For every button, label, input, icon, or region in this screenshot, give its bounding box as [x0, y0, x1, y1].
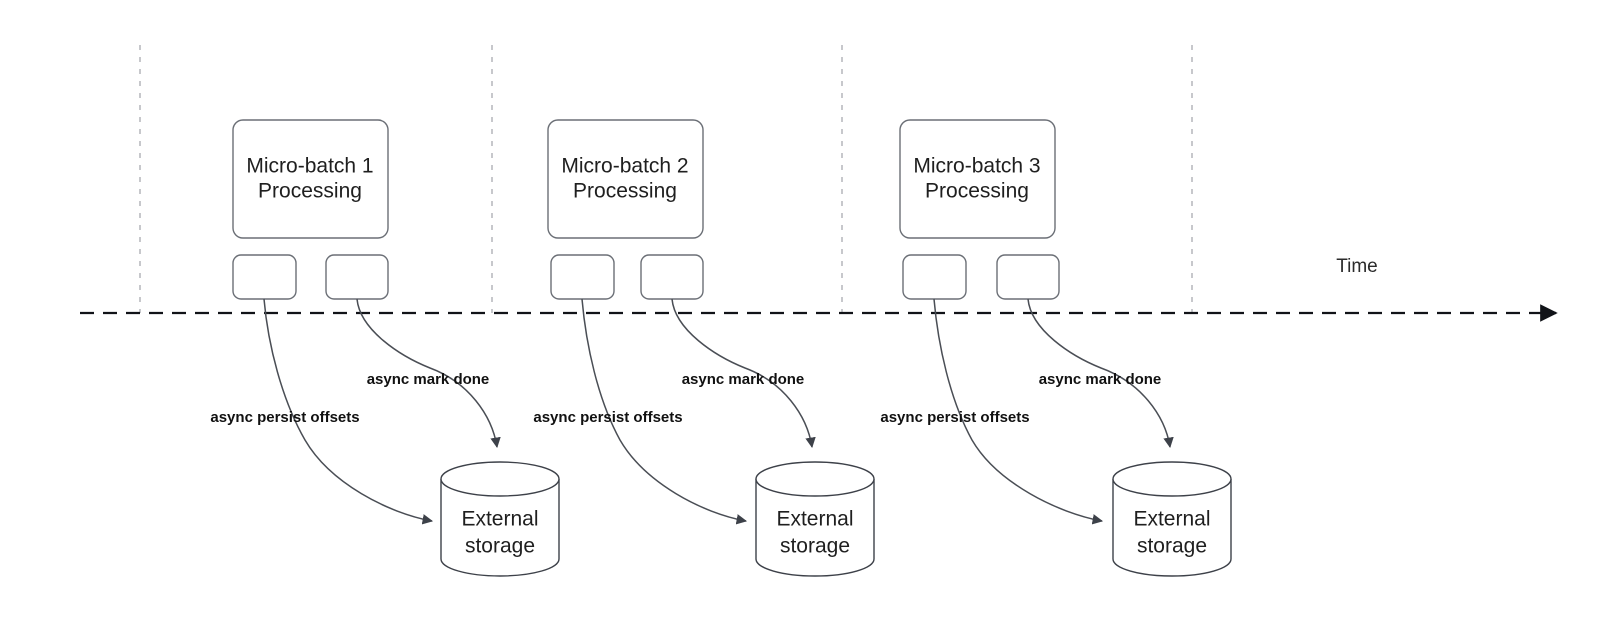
micro-batch-3-label-line1: Micro-batch 3: [913, 155, 1040, 178]
batch-group-1: Micro-batch 1 Processing async persist o…: [210, 119, 560, 577]
edge-persist-offsets-3: [933, 298, 1104, 525]
batch-group-3: Micro-batch 3 Processing async persist o…: [880, 119, 1232, 577]
micro-batch-3-box[interactable]: [899, 119, 1056, 239]
micro-batch-2-box[interactable]: [547, 119, 704, 239]
cylinder-top-1: [440, 461, 560, 497]
cylinder-body-3: [1112, 479, 1232, 577]
micro-batch-2-task-a[interactable]: [550, 254, 615, 300]
external-storage-2-line2: storage: [780, 535, 850, 558]
batch-group-2: Micro-batch 2 Processing async persist o…: [533, 119, 875, 577]
edge-mark-done-3: [1027, 298, 1174, 449]
cylinder-top-3: [1112, 461, 1232, 497]
micro-batch-1-label-line2: Processing: [258, 180, 362, 203]
external-storage-cylinder-2[interactable]: External storage: [755, 461, 875, 577]
external-storage-1-line2: storage: [465, 535, 535, 558]
micro-batch-1-task-b[interactable]: [325, 254, 389, 300]
edge-label-mark-done-1: async mark done: [367, 371, 490, 388]
external-storage-cylinder-1[interactable]: External storage: [440, 461, 560, 577]
edge-label-persist-offsets-1: async persist offsets: [210, 409, 359, 426]
edge-mark-done-2: [671, 298, 816, 449]
external-storage-2-line1: External: [776, 508, 853, 531]
micro-batch-2-label-line2: Processing: [573, 180, 677, 203]
micro-batch-2-label-line1: Micro-batch 2: [561, 155, 688, 178]
edge-label-persist-offsets-3: async persist offsets: [880, 409, 1029, 426]
edge-persist-offsets-2: [581, 298, 748, 525]
edge-label-persist-offsets-2: async persist offsets: [533, 409, 682, 426]
time-axis-group: Time: [80, 256, 1558, 322]
cylinder-body-1: [440, 479, 560, 577]
micro-batch-3-label-line2: Processing: [925, 180, 1029, 203]
edge-mark-done-1: [356, 298, 501, 449]
micro-batch-1-box[interactable]: [232, 119, 389, 239]
micro-batch-3-task-b[interactable]: [996, 254, 1060, 300]
external-storage-3-line1: External: [1133, 508, 1210, 531]
time-axis-label: Time: [1336, 256, 1378, 277]
edge-label-mark-done-3: async mark done: [1039, 371, 1162, 388]
external-storage-3-line2: storage: [1137, 535, 1207, 558]
cylinder-top-2: [755, 461, 875, 497]
external-storage-1-line1: External: [461, 508, 538, 531]
micro-batch-3-task-a[interactable]: [902, 254, 967, 300]
micro-batch-2-task-b[interactable]: [640, 254, 704, 300]
micro-batch-1-task-a[interactable]: [232, 254, 297, 300]
tick-lines-group: [139, 45, 1193, 313]
micro-batch-1-label-line1: Micro-batch 1: [246, 155, 373, 178]
edge-label-mark-done-2: async mark done: [682, 371, 805, 388]
cylinder-body-2: [755, 479, 875, 577]
edge-persist-offsets-1: [263, 298, 434, 525]
external-storage-cylinder-3[interactable]: External storage: [1112, 461, 1232, 577]
